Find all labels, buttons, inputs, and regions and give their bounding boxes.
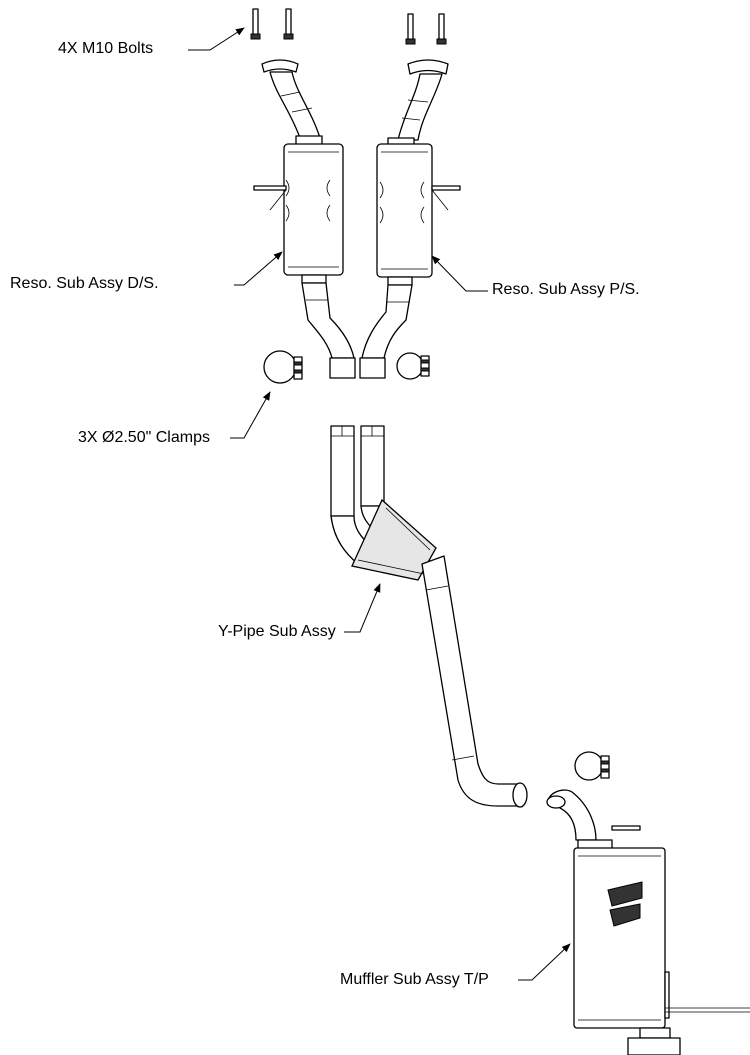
label-y-pipe: Y-Pipe Sub Assy (218, 623, 336, 640)
label-reso-passenger-side: Reso. Sub Assy P/S. (492, 281, 640, 298)
clamp-left (263, 350, 303, 384)
label-reso-driver-side: Reso. Sub Assy D/S. (10, 275, 159, 292)
label-bolts: 4X M10 Bolts (58, 40, 154, 57)
bolt-left-1 (250, 8, 261, 40)
muffler (546, 789, 750, 1055)
label-clamps: 3X Ø2.50" Clamps (78, 429, 210, 446)
bolt-right-1 (405, 13, 416, 45)
y-pipe (330, 425, 528, 808)
label-muffler: Muffler Sub Assy T/P (340, 971, 489, 988)
resonator-passenger-side (359, 59, 461, 379)
bolt-right-2 (436, 13, 447, 45)
bolt-left-2 (283, 8, 294, 40)
clamp-center (396, 352, 430, 380)
magnaflow-logo-icon (607, 881, 643, 907)
clamp-muffler (574, 751, 610, 781)
resonator-driver-side (253, 59, 356, 379)
